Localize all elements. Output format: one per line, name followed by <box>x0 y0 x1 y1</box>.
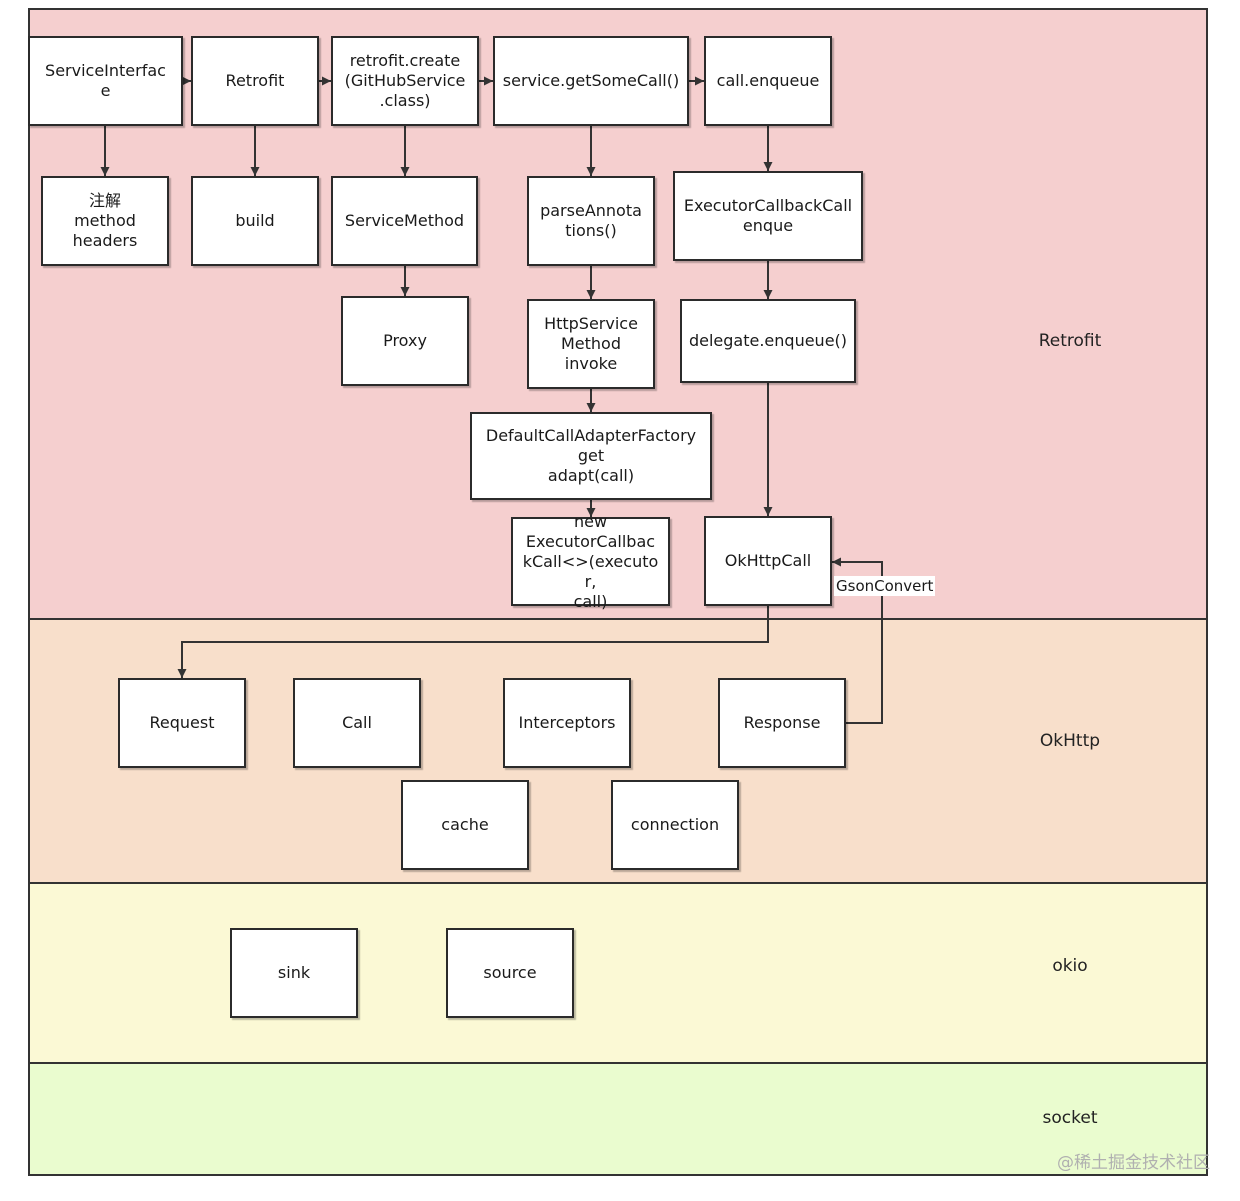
node-source: source <box>446 928 574 1018</box>
node-call: Call <box>293 678 421 768</box>
node-annotation-headers: 注解 method headers <box>41 176 169 266</box>
node-okhttp-call: OkHttpCall <box>704 516 832 606</box>
node-service-method: ServiceMethod <box>331 176 478 266</box>
lane-label-okio: okio <box>1052 956 1088 976</box>
node-delegate-enqueue: delegate.enqueue() <box>680 299 856 383</box>
node-retrofit-create: retrofit.create (GitHubService .class) <box>331 36 479 126</box>
edge-label-gson-convert: GsonConvert <box>834 576 936 596</box>
node-interceptors: Interceptors <box>503 678 631 768</box>
lane-label-socket: socket <box>1042 1108 1098 1128</box>
lane-label-retrofit: Retrofit <box>1038 331 1102 351</box>
node-parse-annotations: parseAnnota tions() <box>527 176 655 266</box>
node-default-call-adapter-factory: DefaultCallAdapterFactory get adapt(call… <box>470 412 712 500</box>
node-connection: connection <box>611 780 739 870</box>
node-service-interface: ServiceInterfac e <box>28 36 183 126</box>
lane-socket <box>28 1062 1208 1176</box>
node-service-get-some-call: service.getSomeCall() <box>493 36 689 126</box>
node-cache: cache <box>401 780 529 870</box>
node-call-enqueue: call.enqueue <box>704 36 832 126</box>
node-request: Request <box>118 678 246 768</box>
node-retrofit: Retrofit <box>191 36 319 126</box>
node-build: build <box>191 176 319 266</box>
node-response: Response <box>718 678 846 768</box>
watermark-text: @稀土掘金技术社区 <box>1057 1153 1210 1173</box>
edge-okhttpcall-to-request <box>177 606 769 678</box>
lane-label-okhttp: OkHttp <box>1039 731 1101 751</box>
node-sink: sink <box>230 928 358 1018</box>
edge-response-to-okhttpcall <box>832 557 883 724</box>
node-new-executor-callback-call: new ExecutorCallbac kCall<>(executor, ca… <box>511 512 670 611</box>
node-http-service-method-invoke: HttpService Method invoke <box>527 299 655 389</box>
node-executor-callback-call-enqueue: ExecutorCallbackCall enque <box>673 171 863 261</box>
node-proxy: Proxy <box>341 296 469 386</box>
